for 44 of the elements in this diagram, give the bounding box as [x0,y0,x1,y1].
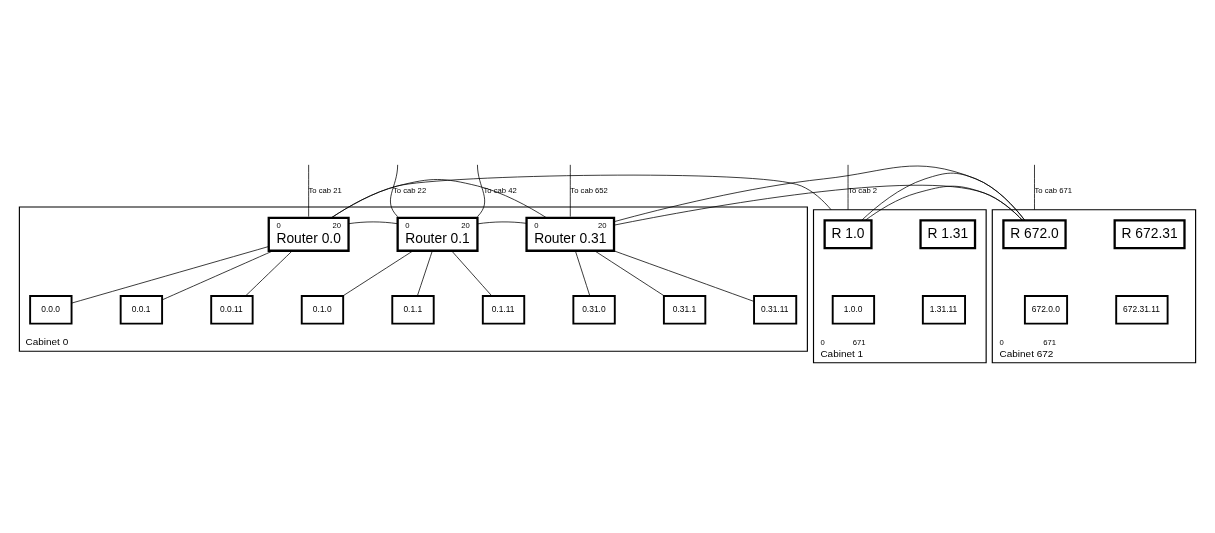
node-box: 0.31.1 [662,295,707,325]
connector [308,164,310,217]
node-box: 0.31.0 [572,295,616,325]
edge-label: To cab 652 [570,186,608,196]
connector [416,250,433,297]
connector [331,174,832,219]
connector [71,246,270,304]
connector [161,250,274,301]
node-box: 672.0.0 [1023,295,1069,325]
connector [245,250,293,297]
node-box: 1.0.0 [831,295,876,325]
connector [613,165,1026,226]
connector [575,250,591,297]
node-box: 1.31.11 [921,295,966,325]
node-box: 0 20 Router 0.0 [267,216,350,252]
edge-label: To cab 42 [483,186,517,196]
connector [477,221,527,225]
node-box: R 672.31 [1113,219,1186,250]
connector [390,164,399,217]
connector [477,164,486,217]
node-box: 0.1.11 [481,295,526,325]
node-box: R 672.0 [1002,219,1067,250]
connector [569,164,571,217]
node-box: 0 20 Router 0.1 [396,216,479,252]
node-box: 0.0.1 [119,295,164,325]
node-box: 0.0.0 [29,295,73,325]
node-box: 0.1.1 [391,295,435,325]
node-box: R 1.0 [823,219,873,250]
connector [451,250,493,297]
connector [342,250,414,297]
node-box: 0.1.0 [300,295,345,325]
connector [348,221,398,225]
edge-label: To cab 2 [848,186,878,196]
node-box: 0.0.11 [210,295,254,325]
node-box: R 1.31 [919,219,977,250]
connector [861,172,1026,221]
node-box: 672.31.11 [1115,295,1169,325]
node-box: 0.31.11 [753,295,798,325]
connector [1034,164,1035,211]
edge-label: To cab 22 [392,186,427,196]
connector [613,250,755,302]
connector [847,164,849,211]
node-box: 0 20 Router 0.31 [525,216,616,252]
connector [594,250,665,297]
